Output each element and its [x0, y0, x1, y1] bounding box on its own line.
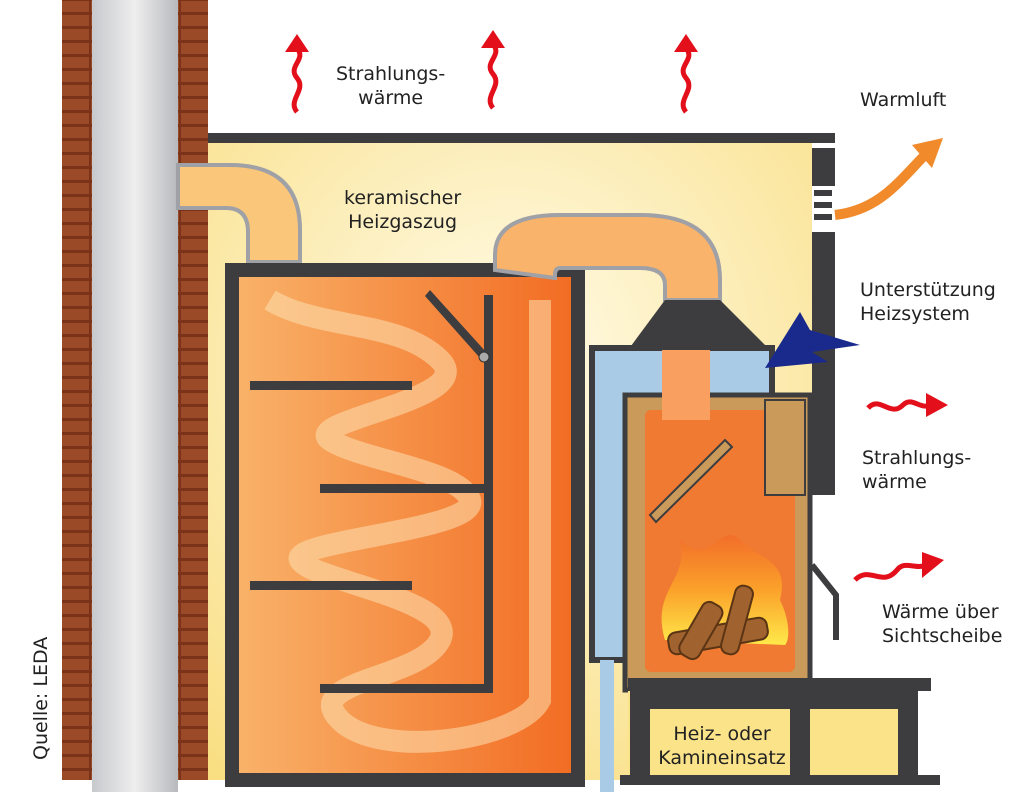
source-credit: Quelle: LEDA: [30, 636, 52, 760]
label-line: Strahlungs-: [336, 63, 446, 85]
warm-air-vent: [814, 190, 832, 220]
flue-outlet: [662, 350, 710, 420]
label-line: Kamineinsatz: [658, 747, 786, 769]
arrowhead: [912, 138, 943, 168]
label-radiant-heat-top: Strahlungs- wärme: [336, 62, 445, 110]
radiant-heat-arrow-1: [291, 46, 303, 114]
heating-support-arrow: [765, 312, 860, 368]
damper-pivot: [478, 351, 490, 363]
label-insert: Heiz- oder Kamineinsatz: [652, 722, 792, 770]
arrowhead: [285, 34, 309, 52]
label-warm-air: Warmluft: [860, 89, 947, 111]
label-line: Sichtscheibe: [882, 625, 1003, 647]
connecting-pipe-left: [176, 163, 302, 264]
stove-wall-right-upper: [812, 148, 835, 186]
chimney: [62, 0, 208, 792]
label-line: Wärme über: [882, 601, 999, 623]
label-heating-support: Unterstützung Heizsystem: [860, 278, 996, 326]
baffles: [250, 290, 493, 693]
warm-air-arrow: [834, 151, 929, 220]
stove-top: [208, 133, 835, 143]
baffle-block: [764, 399, 806, 496]
baffle-plate: [648, 438, 734, 524]
label-line: wärme: [358, 87, 424, 109]
radiant-heat-arrow-2: [487, 42, 499, 110]
radiant-heat-arrow-side: [866, 399, 932, 412]
radiant-heat-arrow-3: [680, 46, 692, 114]
base-top: [628, 678, 931, 691]
label-line: keramischer: [344, 187, 462, 209]
arrowhead: [926, 393, 948, 417]
door-handle: [809, 563, 839, 640]
connecting-pipe-right: [493, 213, 722, 302]
glass-heat-arrow: [853, 562, 928, 582]
label-line: Strahlungs-: [862, 447, 972, 469]
flue-collar: [628, 300, 770, 350]
chimney-brick-wall-left: [62, 0, 92, 780]
arrowhead: [674, 34, 698, 52]
label-glass-heat: Wärme über Sichtscheibe: [882, 600, 1002, 648]
water-pipe: [600, 660, 614, 792]
label-radiant-heat-side: Strahlungs- wärme: [862, 446, 971, 494]
radiant-heat-arrows-top: [291, 42, 692, 114]
base-frame: [620, 691, 940, 785]
arrowhead: [922, 552, 944, 578]
label-line: Unterstützung: [860, 279, 996, 301]
label-line: Heizgaszug: [348, 211, 458, 233]
label-ceramic-flue: keramischer Heizgaszug: [344, 186, 461, 234]
flue-gas-path: [264, 290, 551, 753]
label-line: wärme: [862, 471, 927, 493]
firewood: [667, 584, 769, 661]
chimney-brick-wall-right: [178, 0, 208, 780]
arrowhead: [481, 30, 505, 48]
stove-wall-right-lower: [812, 232, 835, 495]
label-line: Heiz- oder: [673, 723, 771, 745]
label-line: Heizsystem: [860, 303, 970, 325]
